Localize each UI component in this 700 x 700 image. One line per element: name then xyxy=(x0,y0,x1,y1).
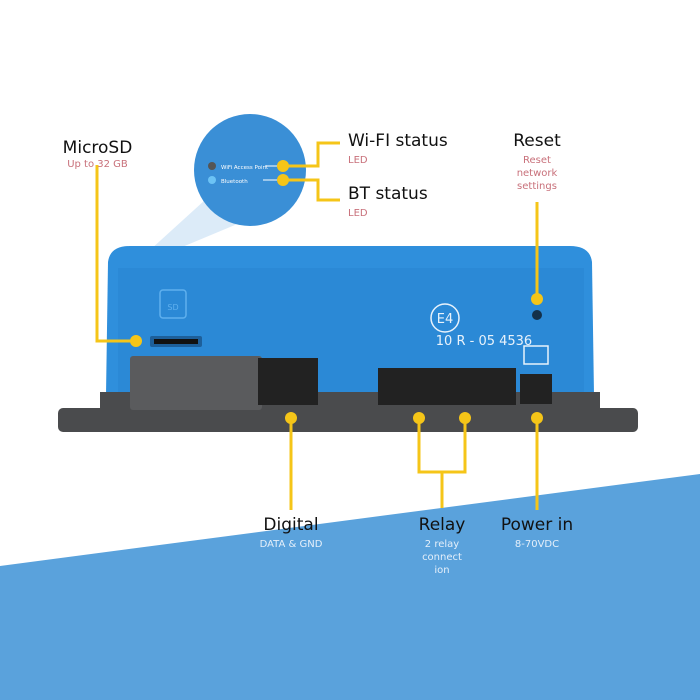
reset-button[interactable] xyxy=(532,310,542,320)
callout-bt: BT status LED xyxy=(348,184,428,220)
power-connector xyxy=(520,374,552,404)
bluetooth-led-icon xyxy=(208,176,216,184)
digital-connector xyxy=(258,358,318,405)
callout-digital: Digital DATA & GND xyxy=(236,515,346,551)
sd-icon xyxy=(159,289,187,319)
callout-title: BT status xyxy=(348,184,428,204)
sd-icon-text: SD xyxy=(167,303,178,312)
callout-sub: 8-70VDC xyxy=(514,539,560,550)
wifi-led-label: WiFi Access Point xyxy=(221,165,269,171)
magnifier-circle xyxy=(194,114,306,226)
callout-title: MicroSD xyxy=(62,138,133,158)
approval-number: 10 R - 05 4536 xyxy=(436,334,532,349)
callout-sub: 2 relay connect ion xyxy=(422,539,462,576)
manual-icon xyxy=(523,345,549,365)
background-blue-band xyxy=(0,474,700,700)
approval-mark-text: E4 xyxy=(437,312,454,327)
callout-sub: Up to 32 GB xyxy=(67,159,128,170)
wifi-led-icon xyxy=(208,162,216,170)
callout-wifi: Wi-FI status LED xyxy=(348,131,448,167)
bluetooth-led-label: Bluetooth xyxy=(221,179,248,185)
callout-sub: DATA & GND xyxy=(259,539,323,550)
callout-title: Digital xyxy=(263,515,319,535)
callout-sub: LED xyxy=(348,155,368,166)
callout-sub: Reset network settings xyxy=(516,155,558,192)
callout-title: Relay xyxy=(418,515,466,535)
approval-mark xyxy=(430,303,460,333)
callout-title: Power in xyxy=(500,515,574,535)
microsd-slot xyxy=(154,339,198,344)
leader-lines xyxy=(95,141,539,510)
callout-dots xyxy=(130,160,543,424)
relay-connector-2 xyxy=(446,368,516,405)
cover-pad xyxy=(130,356,262,410)
callout-sub: LED xyxy=(348,208,368,219)
callout-relay: Relay 2 relay connect ion xyxy=(402,515,482,577)
callout-title: Wi-FI status xyxy=(348,131,448,151)
callout-power: Power in 8-70VDC xyxy=(492,515,582,551)
callout-microsd: MicroSD Up to 32 GB xyxy=(40,138,155,171)
callout-reset: Reset Reset network settings xyxy=(507,131,567,193)
device: SD E4 10 R - 05 4536 xyxy=(58,246,638,432)
callout-title: Reset xyxy=(513,131,561,151)
relay-connector-1 xyxy=(378,368,446,405)
